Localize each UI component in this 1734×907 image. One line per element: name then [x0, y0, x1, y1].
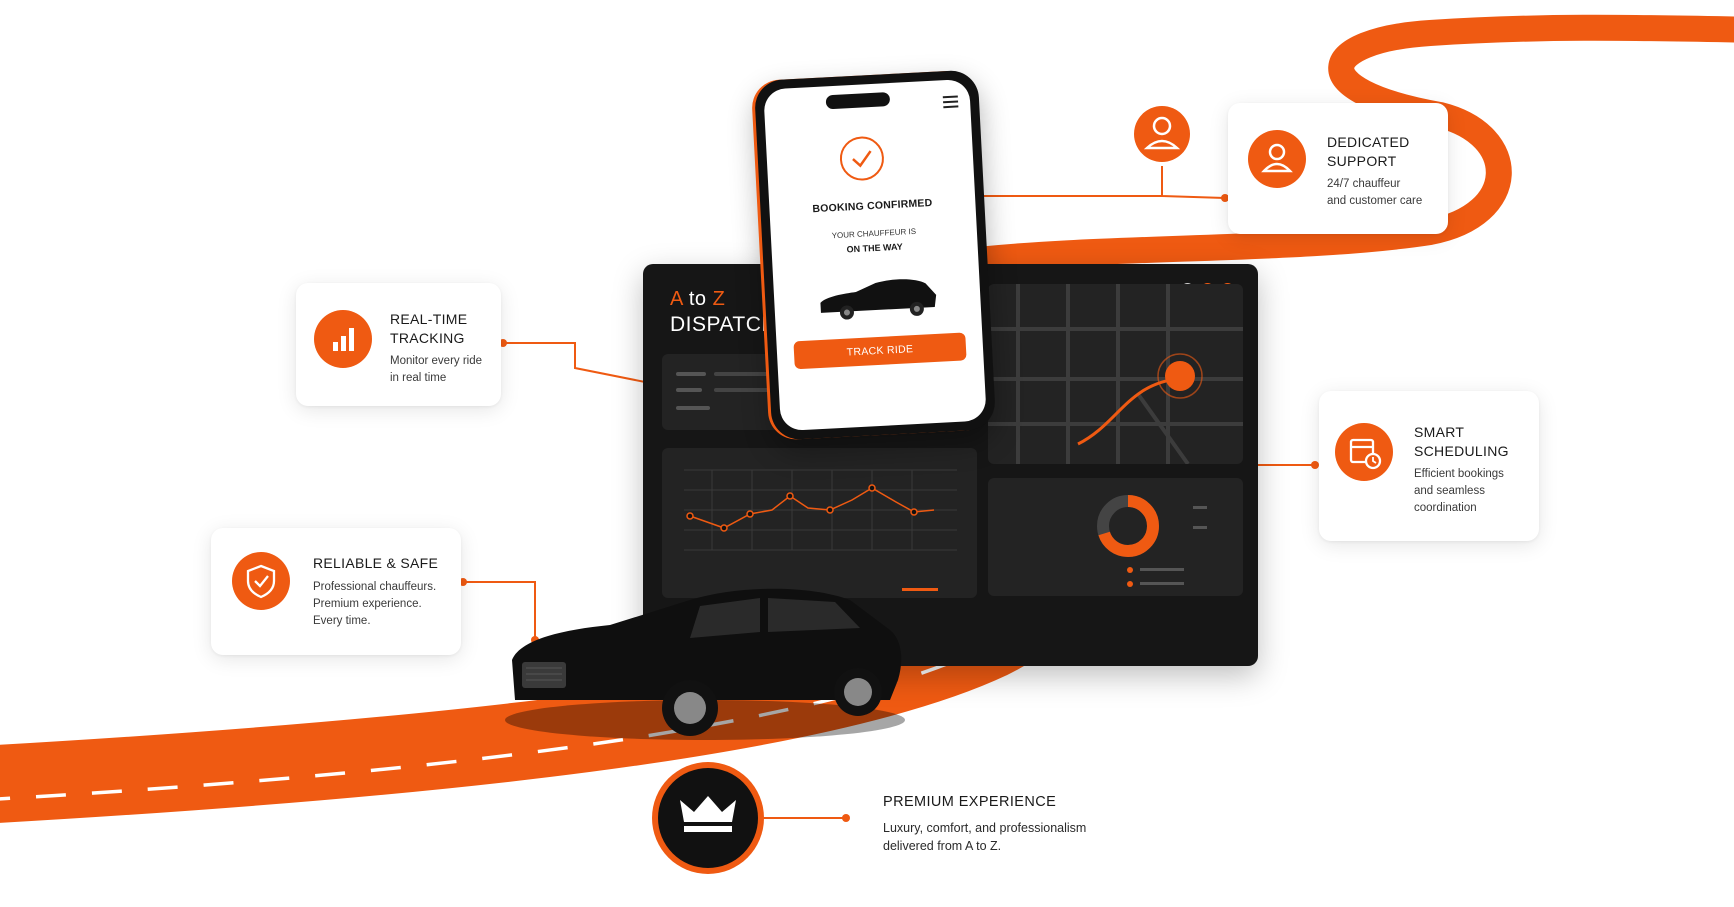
logo-to: to [688, 288, 707, 310]
card-reliable-safe: RELIABLE & SAFE Professional chauffeurs.… [211, 528, 461, 655]
connector-reliable [463, 581, 536, 640]
scheduling-desc: Efficient bookings and seamless coordina… [1414, 468, 1504, 514]
person-badge-icon [1134, 106, 1190, 162]
support-title: DEDICATED SUPPORT [1327, 134, 1410, 169]
connector-tracking [503, 342, 651, 384]
calendar-clock-icon [1335, 423, 1393, 481]
map-panel [988, 284, 1243, 466]
bar-chart-icon [314, 310, 372, 368]
tracking-title: REAL-TIME TRACKING [390, 311, 468, 346]
premium-desc: Luxury, comfort, and professionalism del… [883, 821, 1087, 853]
phone-screen: BOOKING CONFIRMED YOUR CHAUFFEUR IS ON T… [763, 78, 987, 432]
crown-icon [652, 762, 764, 874]
support-desc: 24/7 chauffeur and customer care [1327, 178, 1423, 207]
card-real-time-tracking: REAL-TIME TRACKING Monitor every ride in… [296, 283, 501, 406]
checkmark-icon [838, 135, 886, 182]
reliable-title: RELIABLE & SAFE [313, 555, 439, 571]
scheduling-title: SMART SCHEDULING [1414, 424, 1509, 459]
donut-chart [1097, 495, 1207, 587]
logo-dispatch: DISPATCH [670, 313, 778, 336]
phone-mockup: BOOKING CONFIRMED YOUR CHAUFFEUR IS ON T… [753, 69, 997, 441]
tracking-desc: Monitor every ride in real time [390, 355, 483, 384]
premium-title: PREMIUM EXPERIENCE [883, 794, 1057, 810]
logo-letter-z: Z [712, 288, 726, 310]
sedan-icon [820, 279, 937, 320]
line-chart-panel [662, 448, 977, 598]
logo-letter-a: A [670, 288, 683, 310]
booking-heading: BOOKING CONFIRMED [812, 196, 933, 216]
shield-check-icon [232, 552, 290, 610]
donut-panel [988, 478, 1243, 596]
route-map [988, 284, 1243, 466]
card-smart-scheduling: SMART SCHEDULING Efficient bookings and … [1319, 391, 1539, 541]
line-chart [684, 469, 957, 591]
card-dedicated-support: DEDICATED SUPPORT 24/7 chauffeur and cus… [1228, 103, 1448, 234]
person-icon [1248, 130, 1306, 188]
phone-notch [825, 92, 891, 110]
menu-icon[interactable] [942, 95, 959, 111]
reliable-desc: Professional chauffeurs. Premium experie… [313, 581, 437, 627]
dashboard-logo: A to Z DISPATCH [670, 288, 777, 337]
stats-lines [676, 372, 774, 410]
connector-support [955, 166, 1226, 199]
track-ride-button[interactable]: TRACK RIDE [793, 332, 967, 370]
